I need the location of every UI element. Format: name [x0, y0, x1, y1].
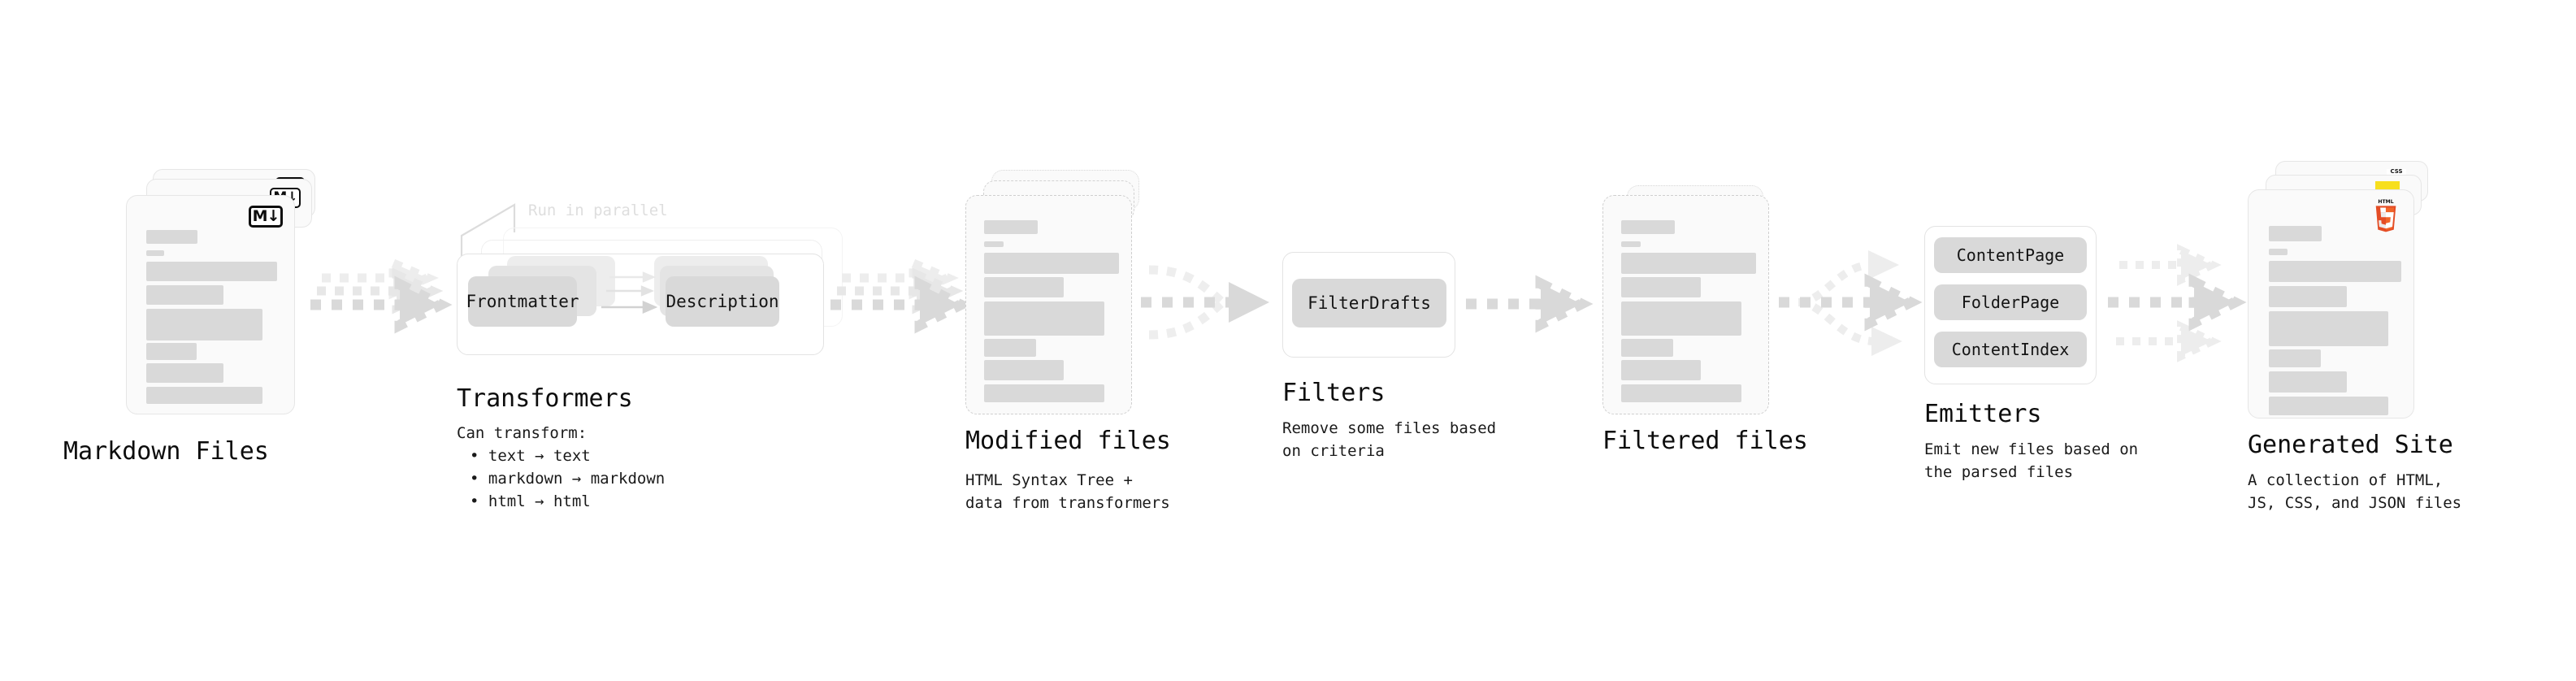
- emitter-chip-contentpage[interactable]: ContentPage: [1934, 237, 2087, 273]
- skeleton-line: [984, 277, 1064, 297]
- filters-title: Filters: [1282, 379, 1386, 407]
- transformer-chip-description[interactable]: Description: [666, 276, 779, 327]
- skeleton-line: [984, 241, 1004, 247]
- transformers-title: Transformers: [457, 384, 633, 413]
- skeleton-line: [146, 363, 223, 383]
- skeleton-line: [1621, 253, 1756, 274]
- transformers-bullet-3: • html → html: [470, 492, 591, 510]
- skeleton-line: [2269, 397, 2388, 415]
- svg-text:HTML: HTML: [2378, 199, 2393, 205]
- skeleton-line: [1621, 339, 1673, 357]
- skeleton-line: [984, 339, 1036, 357]
- arrow-markdown-to-transformers: [310, 256, 453, 334]
- skeleton-line: [984, 253, 1119, 274]
- skeleton-line: [1621, 220, 1675, 234]
- skeleton-line: [2269, 249, 2288, 255]
- transformers-bullet-1: • text → text: [470, 447, 591, 465]
- skeleton-line: [146, 250, 164, 256]
- skeleton-line: [2269, 311, 2388, 346]
- skeleton-line: [1621, 301, 1741, 336]
- skeleton-line: [146, 343, 197, 360]
- skeleton-line: [146, 285, 223, 305]
- skeleton-line: [146, 262, 277, 281]
- emitter-chip-contentindex[interactable]: ContentIndex: [1934, 332, 2087, 367]
- skeleton-line: [984, 360, 1064, 380]
- filter-chip-filterdrafts[interactable]: FilterDrafts: [1292, 279, 1446, 327]
- skeleton-line: [2269, 286, 2347, 307]
- skeleton-line: [2269, 261, 2401, 282]
- skeleton-line: [1621, 277, 1701, 297]
- arrow-transformers-to-modified: [830, 256, 973, 334]
- transformer-chip-frontmatter[interactable]: Frontmatter: [466, 276, 579, 327]
- run-in-parallel-label: Run in parallel: [528, 202, 668, 219]
- markdown-file-card-front: M↓: [126, 195, 295, 414]
- arrow-modified-to-filters: [1141, 265, 1269, 340]
- modified-file-card-front: [965, 195, 1132, 414]
- markdown-files-title: Markdown Files: [63, 437, 269, 466]
- emitter-chip-folderpage[interactable]: FolderPage: [1934, 284, 2087, 320]
- arrow-filtered-to-emitters: [1779, 250, 1923, 356]
- emitters-subtitle: Emit new files based on the parsed files: [1924, 440, 2139, 481]
- modified-files-subtitle: HTML Syntax Tree + data from transformer…: [965, 471, 1170, 512]
- filters-subtitle: Remove some files based on criteria: [1282, 419, 1497, 460]
- skeleton-line: [146, 387, 262, 404]
- generated-site-subtitle: A collection of HTML, JS, CSS, and JSON …: [2248, 471, 2462, 512]
- skeleton-line: [146, 309, 262, 340]
- modified-files-title: Modified files: [965, 427, 1171, 455]
- arrow-filters-to-filtered: [1466, 275, 1594, 333]
- skeleton-line: [1621, 384, 1741, 402]
- markdown-badge-front: M↓: [249, 206, 283, 228]
- arrow-emitters-to-site: [2108, 244, 2247, 362]
- transformers-subtitle-head: Can transform:: [457, 424, 588, 442]
- skeleton-line: [1621, 241, 1641, 247]
- skeleton-line: [1621, 360, 1701, 380]
- filtered-files-title: Filtered files: [1602, 427, 1808, 455]
- generated-site-title: Generated Site: [2248, 431, 2453, 459]
- html5-icon: HTML: [2375, 199, 2396, 232]
- skeleton-line: [2269, 349, 2321, 367]
- transformers-bullet-2: • markdown → markdown: [470, 470, 666, 488]
- skeleton-line: [984, 220, 1038, 234]
- skeleton-line: [984, 301, 1104, 336]
- skeleton-line: [2269, 226, 2322, 241]
- skeleton-line: [146, 230, 197, 244]
- skeleton-line: [984, 384, 1104, 402]
- generated-site-card-front: HTML: [2248, 189, 2414, 419]
- filtered-file-card-front: [1602, 195, 1769, 414]
- skeleton-line: [2269, 371, 2347, 393]
- emitters-title: Emitters: [1924, 400, 2042, 428]
